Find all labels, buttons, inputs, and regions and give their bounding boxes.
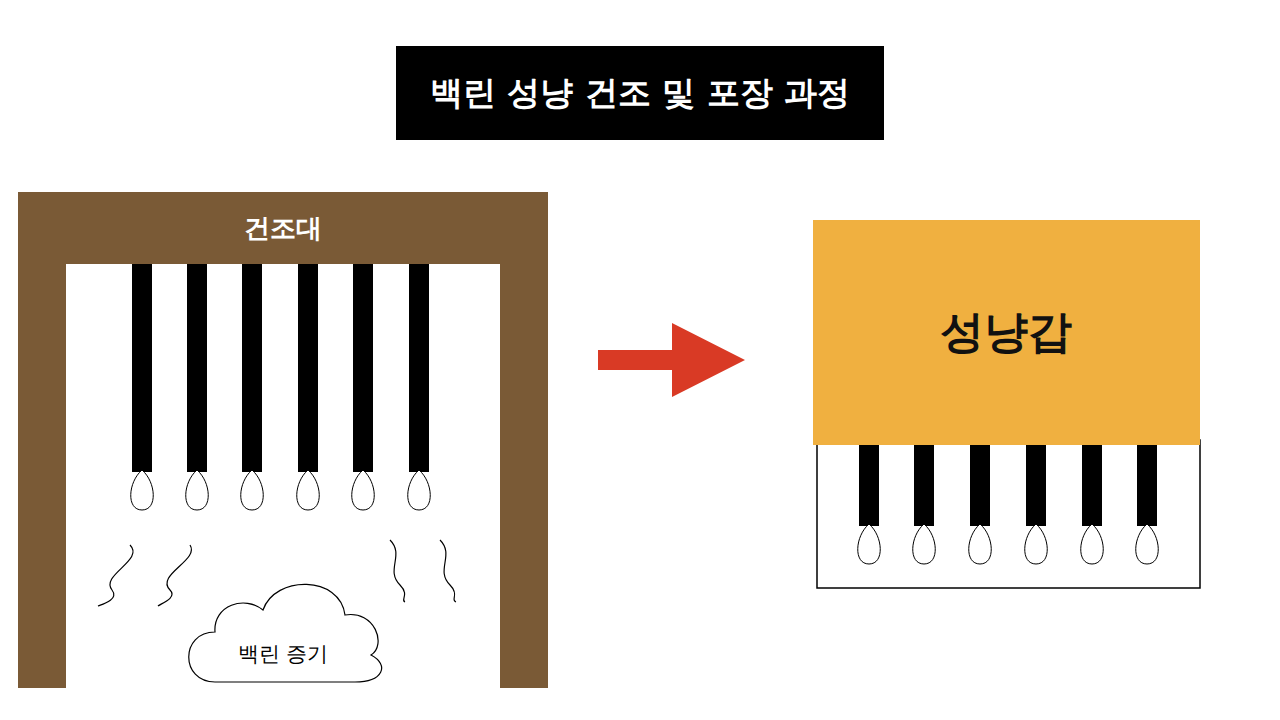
drying-rack-shape	[18, 192, 548, 688]
node-label: 건조대	[244, 211, 322, 246]
title-banner: 백린 성냥 건조 및 포장 과정	[396, 46, 884, 140]
match-heads	[131, 470, 431, 510]
matchbox-shape	[813, 220, 1200, 445]
vapor-cloud-outline	[175, 570, 391, 688]
box-tray	[817, 440, 1200, 588]
process-arrow	[598, 323, 745, 397]
packed-match-heads	[858, 524, 1159, 564]
vapor-cloud: 백린 증기	[175, 570, 391, 688]
vapor-cloud-shape	[189, 584, 382, 682]
node-label: 성냥갑	[940, 303, 1072, 362]
packed-matches	[859, 440, 1157, 526]
drying-rack: 건조대백린 증기	[18, 192, 548, 688]
arrow-shape	[598, 323, 745, 397]
matchbox: 성냥갑	[813, 220, 1200, 445]
hanging-matches	[132, 264, 429, 472]
node-label: 백린 증기	[238, 640, 329, 668]
